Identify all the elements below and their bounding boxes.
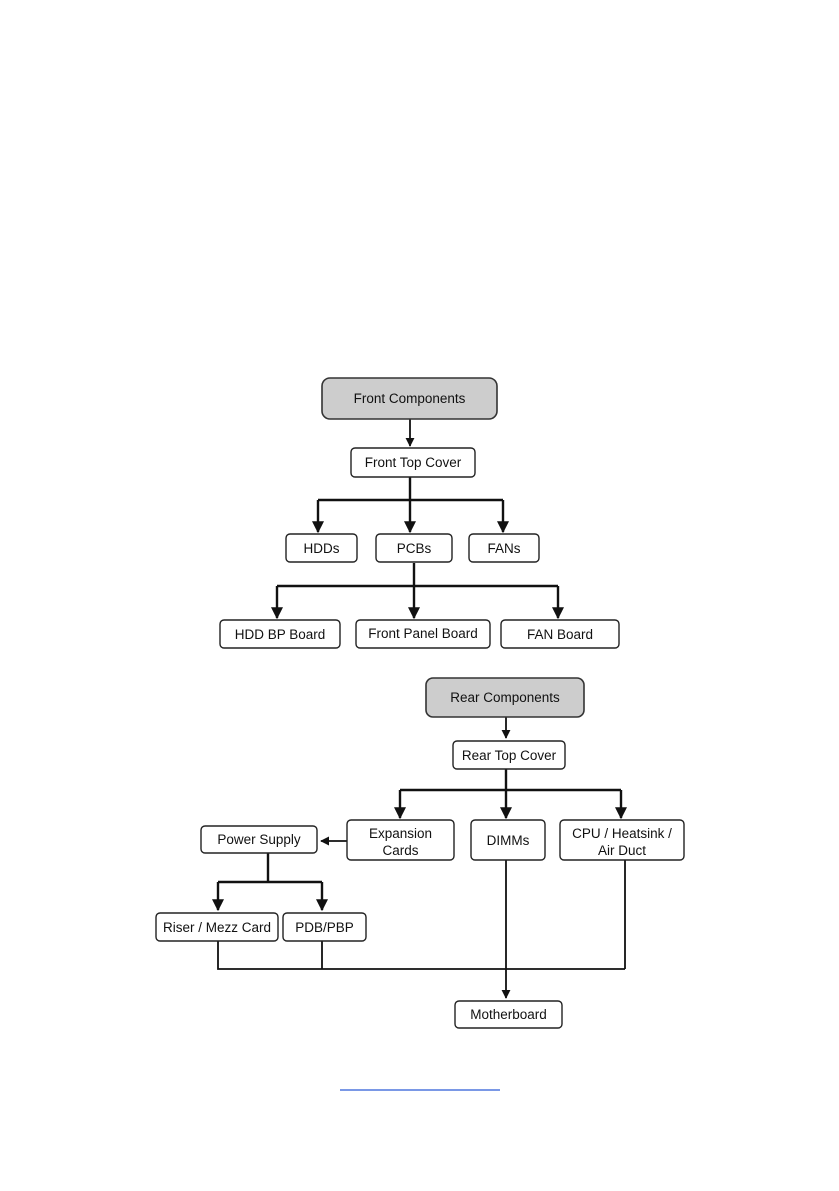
node-cpu-heatsink-air-duct: CPU / Heatsink / Air Duct [560,820,684,860]
node-fan-board-label: FAN Board [527,627,593,642]
node-riser-mezz-card-label: Riser / Mezz Card [163,920,271,935]
node-front-top-cover-label: Front Top Cover [365,455,462,470]
node-motherboard-label: Motherboard [470,1007,547,1022]
node-hdd-bp-board-label: HDD BP Board [235,627,326,642]
node-front-components: Front Components [322,378,497,419]
edge-power-supply-branch [218,853,322,882]
node-front-panel-board: Front Panel Board [356,620,490,648]
node-expansion-cards-label-line2: Cards [382,843,418,858]
edge-bottom-bus [218,860,625,969]
edge-pcbs-to-level3 [277,563,558,586]
node-hdd-bp-board: HDD BP Board [220,620,340,648]
node-front-components-label: Front Components [354,391,466,406]
node-fans-label: FANs [487,541,520,556]
node-hdds-label: HDDs [304,541,340,556]
node-dimms-label: DIMMs [487,833,530,848]
edge-rear-cover-to-level2 [400,769,621,790]
node-rear-components-label: Rear Components [450,690,560,705]
node-pdb-pbp-label: PDB/PBP [295,920,354,935]
edge-cover-to-level2 [318,477,503,500]
node-expansion-cards-label-line1: Expansion [369,826,432,841]
node-front-top-cover: Front Top Cover [351,448,475,477]
node-front-panel-board-label: Front Panel Board [368,626,478,641]
node-fan-board: FAN Board [501,620,619,648]
node-power-supply-label: Power Supply [217,832,301,847]
node-pdb-pbp: PDB/PBP [283,913,366,941]
node-rear-components: Rear Components [426,678,584,717]
node-rear-top-cover: Rear Top Cover [453,741,565,769]
node-cpu-heatsink-label-line1: CPU / Heatsink / [572,826,672,841]
node-dimms: DIMMs [471,820,545,860]
node-fans: FANs [469,534,539,562]
node-cpu-heatsink-label-line2: Air Duct [598,843,646,858]
node-rear-top-cover-label: Rear Top Cover [462,748,557,763]
front-components-diagram: Front Components Front Top Cover HDDs PC… [220,378,619,648]
rear-components-diagram: Rear Components Rear Top Cover Expansion… [156,678,684,1028]
node-pcbs-label: PCBs [397,541,432,556]
node-expansion-cards: Expansion Cards [347,820,454,860]
node-hdds: HDDs [286,534,357,562]
node-pcbs: PCBs [376,534,452,562]
node-riser-mezz-card: Riser / Mezz Card [156,913,278,941]
node-power-supply: Power Supply [201,826,317,853]
node-motherboard: Motherboard [455,1001,562,1028]
